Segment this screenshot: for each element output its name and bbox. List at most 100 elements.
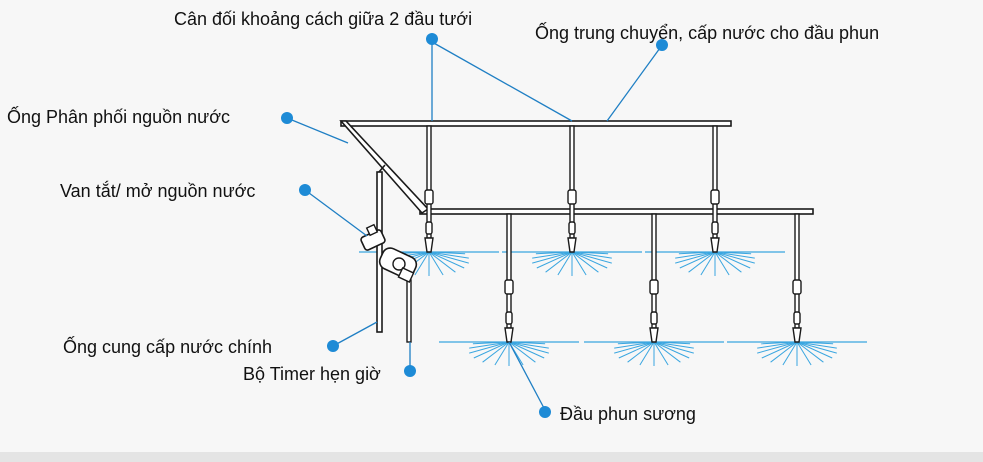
spray-ray	[653, 341, 681, 363]
callout-dots	[281, 33, 668, 418]
spray-ray	[414, 251, 430, 276]
callout-dot-main-supply-pipe	[327, 340, 339, 352]
drop-fitting	[567, 189, 577, 205]
spray-ray	[428, 251, 466, 255]
drop-fitting	[710, 189, 720, 205]
callout-line-nozzle-spacing	[431, 41, 573, 122]
spray-ray	[796, 341, 812, 366]
spray-ray	[760, 341, 798, 345]
label-main-supply-pipe: Ống cung cấp nước chính	[63, 337, 272, 357]
spray-ray	[675, 251, 716, 264]
callout-line-main-supply-pipe	[332, 321, 378, 347]
spray-ray	[653, 341, 690, 359]
label-distribution-pipe: Ống Phân phối nguồn nước	[7, 107, 231, 127]
spray-ray	[428, 251, 444, 276]
spray-ray	[618, 341, 655, 359]
callout-dot-timer	[404, 365, 416, 377]
spray-ray	[761, 341, 798, 359]
drop-fitting	[792, 279, 802, 295]
spray-ray	[428, 251, 465, 269]
nozzle-head	[649, 327, 659, 343]
devices	[360, 223, 418, 283]
spray-ray	[679, 251, 716, 269]
spray-ray	[714, 251, 752, 255]
timer-hose	[406, 279, 412, 343]
pipe-network	[339, 120, 814, 343]
supply-connector	[378, 164, 386, 173]
bottom-border	[0, 452, 983, 462]
timer-icon	[378, 247, 418, 283]
spray-ray	[614, 341, 655, 354]
drop-pipe	[651, 213, 657, 329]
nozzle-head	[710, 237, 720, 253]
spray-ray	[536, 251, 573, 269]
callout-line-shutoff-valve	[304, 189, 368, 237]
drop-fitting	[711, 221, 719, 235]
spray-ray	[678, 251, 716, 255]
spray-fan-3	[645, 251, 785, 276]
drop-fitting	[504, 279, 514, 295]
drop-pipe	[794, 213, 800, 329]
nozzle-head	[792, 327, 802, 343]
spray-ray	[472, 341, 510, 345]
spray-ray	[557, 251, 573, 276]
label-transfer-pipe: Ống trung chuyển, cấp nước cho đầu phun	[535, 23, 880, 43]
spray-ray	[482, 341, 510, 363]
spray-ray	[571, 251, 609, 255]
drop-fitting	[649, 279, 659, 295]
spray-ray	[428, 251, 469, 259]
spray-ray	[508, 341, 545, 359]
spray-ray	[508, 341, 536, 363]
callout-dot-distribution-pipe	[281, 112, 293, 124]
callout-line-transfer-pipe	[606, 47, 661, 122]
spray-ray	[614, 341, 655, 349]
drop-fitting	[793, 311, 801, 325]
callout-dot-mist-nozzle	[539, 406, 551, 418]
nozzle-drop-6	[792, 213, 802, 343]
distribution-pipe	[339, 120, 430, 215]
spray-ray	[653, 341, 691, 345]
spray-ray	[571, 251, 612, 259]
nozzle-drop-2	[567, 125, 577, 253]
nozzle-head	[424, 237, 434, 253]
main-supply-pipe	[376, 171, 383, 333]
spray-ray	[714, 251, 755, 264]
spray-ray	[782, 341, 798, 366]
nozzle-drops	[424, 125, 802, 343]
drop-pipe	[426, 125, 432, 239]
callout-line-mist-nozzle	[508, 341, 546, 411]
valve-icon	[360, 223, 386, 251]
callout-dot-transfer-pipe	[656, 39, 668, 51]
callout-line-distribution-pipe	[286, 117, 349, 144]
spray-ray	[532, 251, 573, 264]
spray-ray	[545, 251, 573, 273]
spray-fan-4	[439, 341, 579, 366]
spray-ray	[571, 251, 608, 269]
spray-ray	[675, 251, 716, 259]
spray-ray	[571, 251, 612, 264]
spray-ray	[508, 341, 546, 345]
spray-fan-5	[584, 341, 724, 366]
spray-ray	[627, 341, 655, 363]
nozzle-head	[504, 327, 514, 343]
label-nozzle-spacing: Cân đối khoảng cách giữa 2 đầu tưới	[174, 9, 473, 29]
drop-pipe	[712, 125, 718, 239]
callout-dot-shutoff-valve	[299, 184, 311, 196]
spray-ray	[508, 341, 549, 349]
drop-fitting	[424, 189, 434, 205]
nozzle-drop-5	[649, 213, 659, 343]
spray-ray	[473, 341, 510, 359]
drop-fitting	[425, 221, 433, 235]
drop-pipe	[569, 125, 575, 239]
spray-ray	[796, 341, 837, 349]
lower-transfer-pipe	[419, 208, 814, 215]
nozzle-drop-1	[424, 125, 434, 253]
spray-ray	[757, 341, 798, 354]
drop-fitting	[650, 311, 658, 325]
spray-ray	[653, 341, 694, 354]
spray-ray	[571, 251, 599, 273]
spray-ray	[688, 251, 716, 273]
label-timer: Bộ Timer hẹn giờ	[243, 364, 381, 384]
spray-ray	[508, 341, 549, 354]
